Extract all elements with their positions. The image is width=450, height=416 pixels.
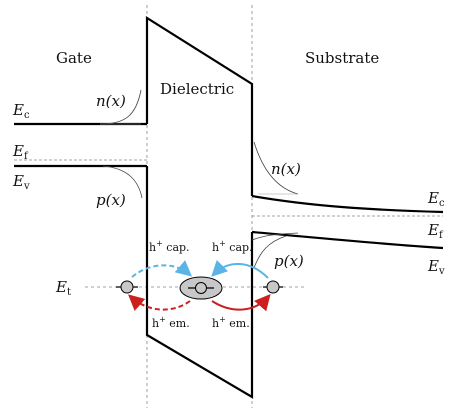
- dielectric-valence-band: [145, 166, 254, 399]
- substrate-region-label: Substrate: [305, 49, 379, 67]
- substrate-hole-label: p(x): [274, 252, 304, 270]
- substrate-ev-label: Ev: [427, 257, 445, 277]
- gate-ec-label: Ec: [12, 101, 30, 121]
- right-hole-capture-arrow: [211, 259, 269, 279]
- dielectric-region-label: Dielectric: [160, 80, 234, 98]
- gate-ev-label: Ev: [12, 172, 30, 192]
- substrate-state: [266, 280, 280, 294]
- substrate-ec-label: Ec: [427, 189, 445, 209]
- trap-level-label: Et: [55, 278, 71, 298]
- right-hole-emission-arrow: [211, 293, 271, 312]
- substrate-ef-label: Ef: [427, 221, 444, 241]
- substrate-hole-curve-tail: [253, 235, 287, 269]
- gate-hole-label: p(x): [96, 191, 126, 209]
- substrate-electron-curve: [253, 141, 299, 195]
- left-hole-capture-arrow: [131, 260, 193, 278]
- substrate-hole-curve: [251, 232, 299, 241]
- left-capture-label: h+ cap.: [149, 239, 190, 254]
- gate-ef-label: Ef: [12, 142, 29, 162]
- gate-region-label: Gate: [56, 49, 92, 67]
- gate-state: [120, 280, 134, 294]
- defect-trap-state: [195, 282, 207, 294]
- gate-hole-curve: [102, 165, 143, 199]
- substrate-conduction-band: [251, 194, 444, 214]
- left-emission-label: h+ em.: [152, 315, 190, 330]
- substrate-electron-label: n(x): [271, 160, 301, 178]
- right-capture-label: h+ cap.: [212, 239, 253, 254]
- right-emission-label: h+ em.: [212, 315, 250, 330]
- left-hole-emission-arrow: [127, 294, 191, 311]
- gate-electron-label: n(x): [96, 92, 126, 110]
- dielectric-conduction-band: [145, 16, 254, 196]
